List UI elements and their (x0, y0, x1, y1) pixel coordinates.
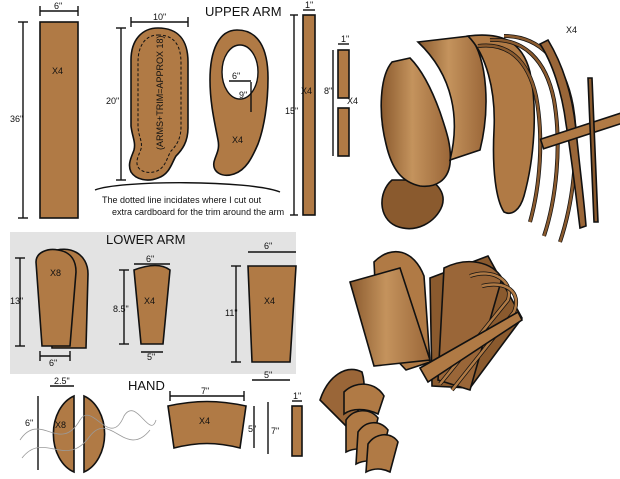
trim-note-line-2: extra cardboard for the trim around the … (112, 207, 284, 217)
sleeve-inner-note: (ARMS+TRIM=APPROX 18) (155, 35, 165, 150)
band-width: 7" (201, 386, 209, 396)
half-disc-qty: X8 (55, 420, 66, 430)
tall-strip-width: 1" (305, 0, 313, 10)
assembled-hand (319, 368, 399, 474)
elbow-hole-height: 9" (239, 90, 247, 100)
piece-a-height: 13" (10, 296, 23, 306)
assembled-lower-arm (349, 251, 524, 392)
half-disc-height: 6" (25, 418, 33, 428)
tall-strip-height: 15" (285, 106, 298, 116)
piece-b-qty: X4 (144, 296, 155, 306)
band-height-1: 5" (248, 424, 256, 434)
cross-strip (539, 112, 620, 150)
piece-c-height: 11" (225, 308, 238, 318)
small-strips-piece: 1" 8" X4 (324, 34, 358, 157)
hand-band: X4 7" 5" 7" (167, 386, 279, 454)
tall-strip-qty: X4 (301, 86, 312, 96)
assembled-upper-arm: X4 (380, 25, 620, 243)
upper-strip-width: 6" (54, 1, 62, 11)
hand-half-discs: X8 2.5" 6" (19, 376, 157, 474)
hand-title: HAND (128, 378, 165, 393)
tall-strip-piece: X4 1" 15" (285, 0, 316, 216)
elbow-piece: 6" 9" X4 (209, 29, 269, 177)
assembled-qty: X4 (566, 25, 577, 35)
small-strips-width: 1" (341, 34, 349, 44)
piece-c-top: 6" (264, 241, 272, 251)
trim-note-line-1: The dotted line incidates where I cut ou… (102, 195, 262, 205)
elbow-qty: X4 (232, 135, 243, 145)
hand-strip-width: 1" (293, 391, 301, 401)
small-strips-height: 8" (324, 86, 332, 96)
elbow-hole (221, 44, 259, 100)
sleeve-width: 10" (153, 12, 166, 22)
upper-strip-piece: X4 6" 36" (10, 1, 79, 219)
piece-c-qty: X4 (264, 296, 275, 306)
hand-strip: 1" (291, 391, 303, 457)
band-qty: X4 (199, 416, 210, 426)
piece-b-top: 6" (146, 254, 154, 264)
band-height-2: 7" (271, 426, 279, 436)
elbow-hole-width: 6" (232, 71, 240, 81)
small-strips-qty: X4 (347, 96, 358, 106)
piece-c-bottom: 5" (264, 370, 272, 380)
piece-b-height: 8.5" (113, 304, 129, 314)
lower-arm-piece-b: X4 6" 8.5" 5" (113, 254, 171, 362)
upper-arm-title: UPPER ARM (205, 4, 282, 19)
trim-note: The dotted line incidates where I cut ou… (94, 182, 284, 217)
sleeve-height: 20" (106, 96, 119, 106)
sleeve-piece: (ARMS+TRIM=APPROX 18) 10" 20" (106, 12, 189, 181)
lower-arm-piece-c: X4 6" 11" 5" (225, 241, 297, 381)
upper-strip-height: 36" (10, 114, 23, 124)
lower-arm-piece-a: X8 13" 6" (10, 248, 89, 368)
piece-b-bottom: 5" (147, 352, 155, 362)
half-disc-width: 2.5" (54, 376, 70, 386)
upper-strip-qty: X4 (52, 66, 63, 76)
piece-a-qty: X8 (50, 268, 61, 278)
lower-arm-title: LOWER ARM (106, 232, 185, 247)
piece-a-width: 6" (49, 358, 57, 368)
